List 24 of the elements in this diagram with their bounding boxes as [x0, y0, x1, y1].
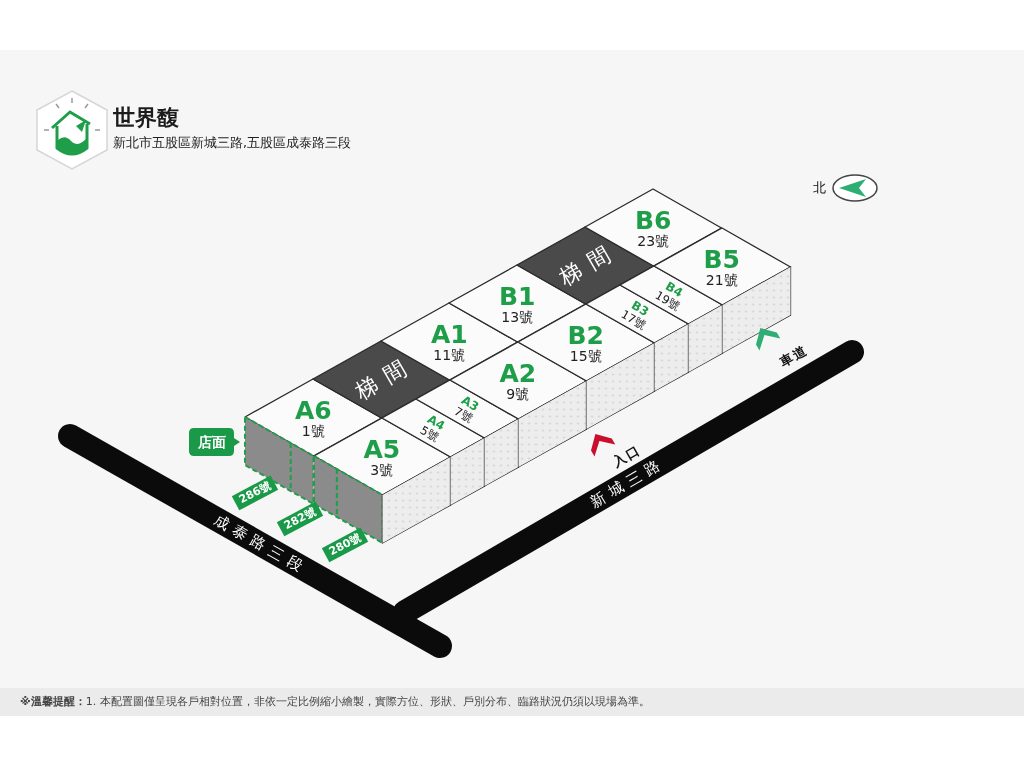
note-text: ※溫馨提醒：1. 本配置圖僅呈現各戶相對位置，非依一定比例縮小繪製，實際方位、形狀、戶別分布、臨路狀況仍須以現場為準。	[20, 695, 650, 709]
unit-number: 13號	[501, 309, 534, 324]
unit-number: 21號	[705, 272, 738, 287]
driveway-label: 車道	[775, 342, 811, 372]
unit-code: B1	[499, 283, 536, 310]
unit-code: A6	[294, 397, 332, 424]
stairwell-label: 梯間	[350, 351, 420, 406]
unit-code: A1	[430, 321, 468, 348]
north-label: 北	[811, 180, 828, 196]
unit-number: 9號	[506, 386, 530, 401]
unit-number: 23號	[637, 233, 670, 248]
unit-number: 11號	[433, 347, 466, 362]
unit-code: B2	[567, 322, 604, 349]
unit-code: B5	[703, 246, 740, 273]
unit-number: 3號	[370, 462, 394, 477]
address-text: 新北市五股區新城三路,五股區成泰路三段	[113, 136, 351, 150]
unit-code: A5	[363, 436, 401, 463]
title-text: 世界馥	[113, 106, 179, 131]
unit-number: 15號	[569, 348, 602, 363]
storefront-tag: 店面	[189, 428, 240, 456]
stairwell-label: 梯間	[554, 237, 624, 292]
unit-number: 1號	[301, 423, 325, 438]
unit-code: B6	[635, 207, 672, 234]
unit-code: A2	[499, 360, 537, 387]
